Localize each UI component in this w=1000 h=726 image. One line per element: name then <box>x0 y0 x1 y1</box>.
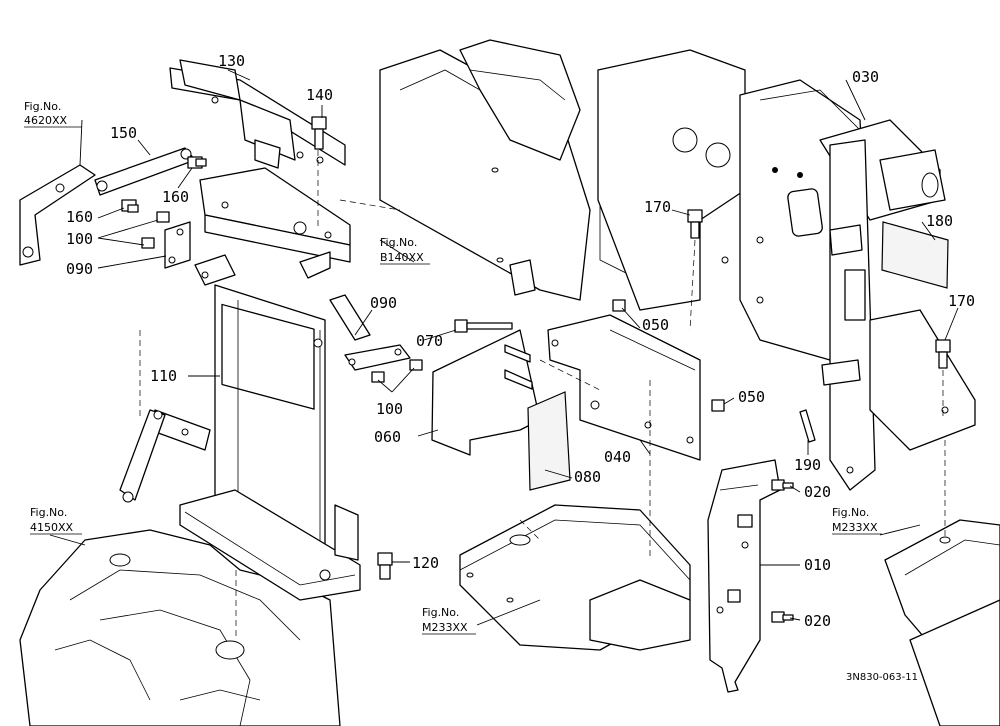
label-140: 140 <box>306 86 333 104</box>
label-010: 010 <box>804 556 831 574</box>
bolt-160-b <box>121 199 139 213</box>
label-100-left: 100 <box>66 230 93 248</box>
bolt-050-a <box>612 299 626 312</box>
label-050-top: 050 <box>642 316 669 334</box>
bolt-100-a <box>156 211 170 223</box>
label-160-right: 160 <box>162 188 189 206</box>
svg-text:M233XX: M233XX <box>422 621 468 634</box>
bolt-120 <box>377 552 393 580</box>
fig-ref-M233-right: Fig.No. M233XX <box>832 506 882 535</box>
bolt-100-b <box>141 237 155 249</box>
svg-text:4620XX: 4620XX <box>24 114 68 127</box>
label-170-centre: 170 <box>644 198 671 216</box>
bolt-170-b <box>935 339 951 369</box>
label-170-right: 170 <box>948 292 975 310</box>
label-020-top: 020 <box>804 483 831 501</box>
main-frame-030 <box>597 49 976 491</box>
svg-text:Fig.No.: Fig.No. <box>24 100 61 113</box>
svg-text:Fig.No.: Fig.No. <box>30 506 67 519</box>
cover-bracket-040 <box>547 314 701 461</box>
clamp-bracket-090-left <box>164 221 191 269</box>
label-190: 190 <box>794 456 821 474</box>
bolt-020-a <box>771 479 794 491</box>
svg-text:Fig.No.: Fig.No. <box>422 606 459 619</box>
fig-ref-B140: Fig.No. B140XX <box>380 236 430 265</box>
label-100-right: 100 <box>376 400 403 418</box>
shield-plate-060 <box>431 329 541 456</box>
label-040: 040 <box>604 448 631 466</box>
side-panel-010 <box>707 459 781 693</box>
fig-ref-4150: Fig.No. 4150XX <box>30 506 82 535</box>
label-130: 130 <box>218 52 245 70</box>
bolt-050-b <box>711 399 725 412</box>
top-centre-plate <box>379 39 701 301</box>
fig-ref-M233-centre: Fig.No. M233XX <box>422 606 476 635</box>
centre-floor-plate <box>459 504 691 651</box>
label-090-left: 090 <box>66 260 93 278</box>
part-labels: 130 140 150 160 160 100 090 090 070 110 … <box>66 52 975 630</box>
clamp-bracket-090-right <box>329 294 411 371</box>
label-120: 120 <box>412 554 439 572</box>
svg-text:M233XX: M233XX <box>832 521 878 534</box>
svg-text:Fig.No.: Fig.No. <box>832 506 869 519</box>
bolt-020-b <box>771 611 794 623</box>
label-070: 070 <box>416 332 443 350</box>
bolt-140 <box>311 116 327 150</box>
reference-lines <box>139 150 946 640</box>
studs-060 <box>504 344 533 390</box>
bolt-170-a <box>687 209 703 239</box>
svg-text:Fig.No.: Fig.No. <box>380 236 417 249</box>
bolt-160-a <box>187 156 207 169</box>
svg-text:B140XX: B140XX <box>380 251 424 264</box>
drawing-code: 3N830-063-11 <box>846 672 918 683</box>
label-030: 030 <box>852 68 879 86</box>
label-150: 150 <box>110 124 137 142</box>
bolt-100-d <box>409 359 423 371</box>
stand-pillar-110 <box>119 167 361 601</box>
bolt-100-c <box>371 371 385 383</box>
label-090-right: 090 <box>370 294 397 312</box>
label-020-bottom: 020 <box>804 612 831 630</box>
pivot-bracket-130 <box>169 59 346 169</box>
decal-080 <box>527 391 571 491</box>
bolt-070 <box>454 319 513 333</box>
fig-ref-4620: Fig.No. 4620XX <box>24 100 82 128</box>
label-160-left: 160 <box>66 208 93 226</box>
decal-180 <box>881 221 949 289</box>
label-050-right: 050 <box>738 388 765 406</box>
pin-190 <box>799 409 816 443</box>
right-floor-plate <box>884 519 1000 726</box>
label-110: 110 <box>150 367 177 385</box>
label-180: 180 <box>926 212 953 230</box>
label-060: 060 <box>374 428 401 446</box>
label-080: 080 <box>574 468 601 486</box>
svg-text:4150XX: 4150XX <box>30 521 74 534</box>
leader-lines <box>49 69 959 626</box>
